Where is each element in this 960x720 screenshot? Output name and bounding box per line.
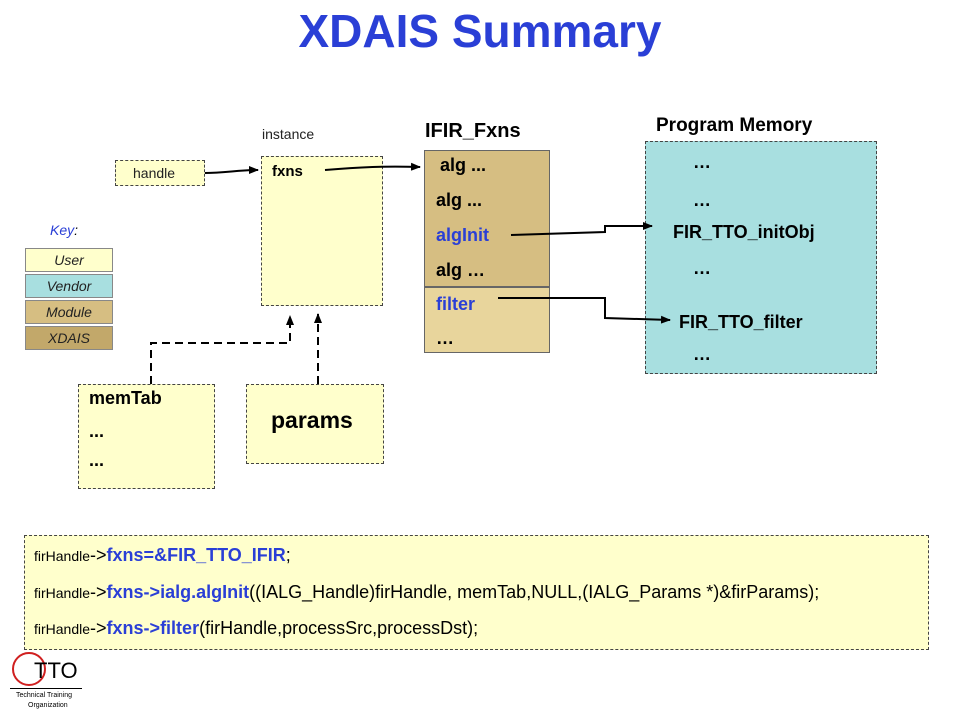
key-xdais: XDAIS — [25, 326, 113, 350]
logo-underline — [10, 688, 82, 689]
ifir-row-alginit: algInit — [436, 225, 489, 245]
arrow-fxns-to-ifir — [324, 162, 421, 171]
memtab-ellipsis-2: ... — [89, 450, 105, 470]
ifir-row-filter: filter — [436, 294, 476, 314]
handle-label: handle — [133, 165, 176, 181]
code-line-1: firHandle->fxns=&FIR_TTO_IFIR; — [34, 545, 291, 565]
instance-box: fxns — [261, 156, 383, 306]
key-module: Module — [25, 300, 113, 324]
code-box — [24, 535, 929, 650]
code-line-2: firHandle->fxns->ialg.algInit((IALG_Hand… — [34, 582, 820, 602]
key-vendor: Vendor — [25, 274, 113, 298]
page-title: XDAIS Summary — [298, 5, 662, 57]
memtab-ellipsis-1: ... — [89, 421, 105, 441]
pm-row-initobj: FIR_TTO_initObj — [673, 222, 815, 242]
pm-row-filter: FIR_TTO_filter — [679, 312, 803, 332]
pm-row-ellipsis-1: … — [693, 152, 711, 172]
dashed-memtab-to-instance — [150, 315, 294, 384]
memtab-box — [78, 384, 215, 489]
key-user: User — [25, 248, 113, 272]
pm-row-ellipsis-4: … — [693, 344, 711, 364]
params-label: params — [271, 407, 353, 433]
params-box — [246, 384, 384, 464]
instance-heading: instance — [262, 126, 315, 142]
instance-fxns-field: fxns — [272, 163, 303, 180]
tto-logo: TTO Technical Training Organization — [8, 652, 88, 718]
ifir-row-alg-1: alg ... — [440, 155, 487, 175]
logo-circle — [12, 652, 46, 686]
arrow-alginit-to-initobj — [510, 222, 653, 236]
logo-caption-1: Technical Training — [16, 692, 73, 699]
arrow-handle-to-instance — [204, 166, 259, 175]
pm-row-ellipsis-2: … — [693, 190, 711, 210]
pm-row-ellipsis-3: … — [693, 258, 711, 278]
key-title: Key: — [50, 222, 79, 238]
program-memory-heading: Program Memory — [656, 115, 813, 136]
ifir-row-alg-3: alg … — [436, 260, 486, 280]
ifir-table-upper — [424, 150, 550, 287]
ifir-row-ellipsis: … — [436, 328, 454, 348]
arrow-filter-to-firfilter — [498, 297, 671, 324]
program-memory-box — [645, 141, 877, 374]
memtab-label: memTab — [89, 388, 162, 408]
handle-box: handle — [115, 160, 205, 186]
logo-text: TTO — [34, 658, 78, 683]
ifir-heading: IFIR_Fxns — [425, 120, 521, 142]
ifir-row-alg-2: alg ... — [436, 190, 483, 210]
code-line-3: firHandle->fxns->filter(firHandle,proces… — [34, 618, 479, 638]
logo-caption-2: Organization — [28, 702, 68, 709]
